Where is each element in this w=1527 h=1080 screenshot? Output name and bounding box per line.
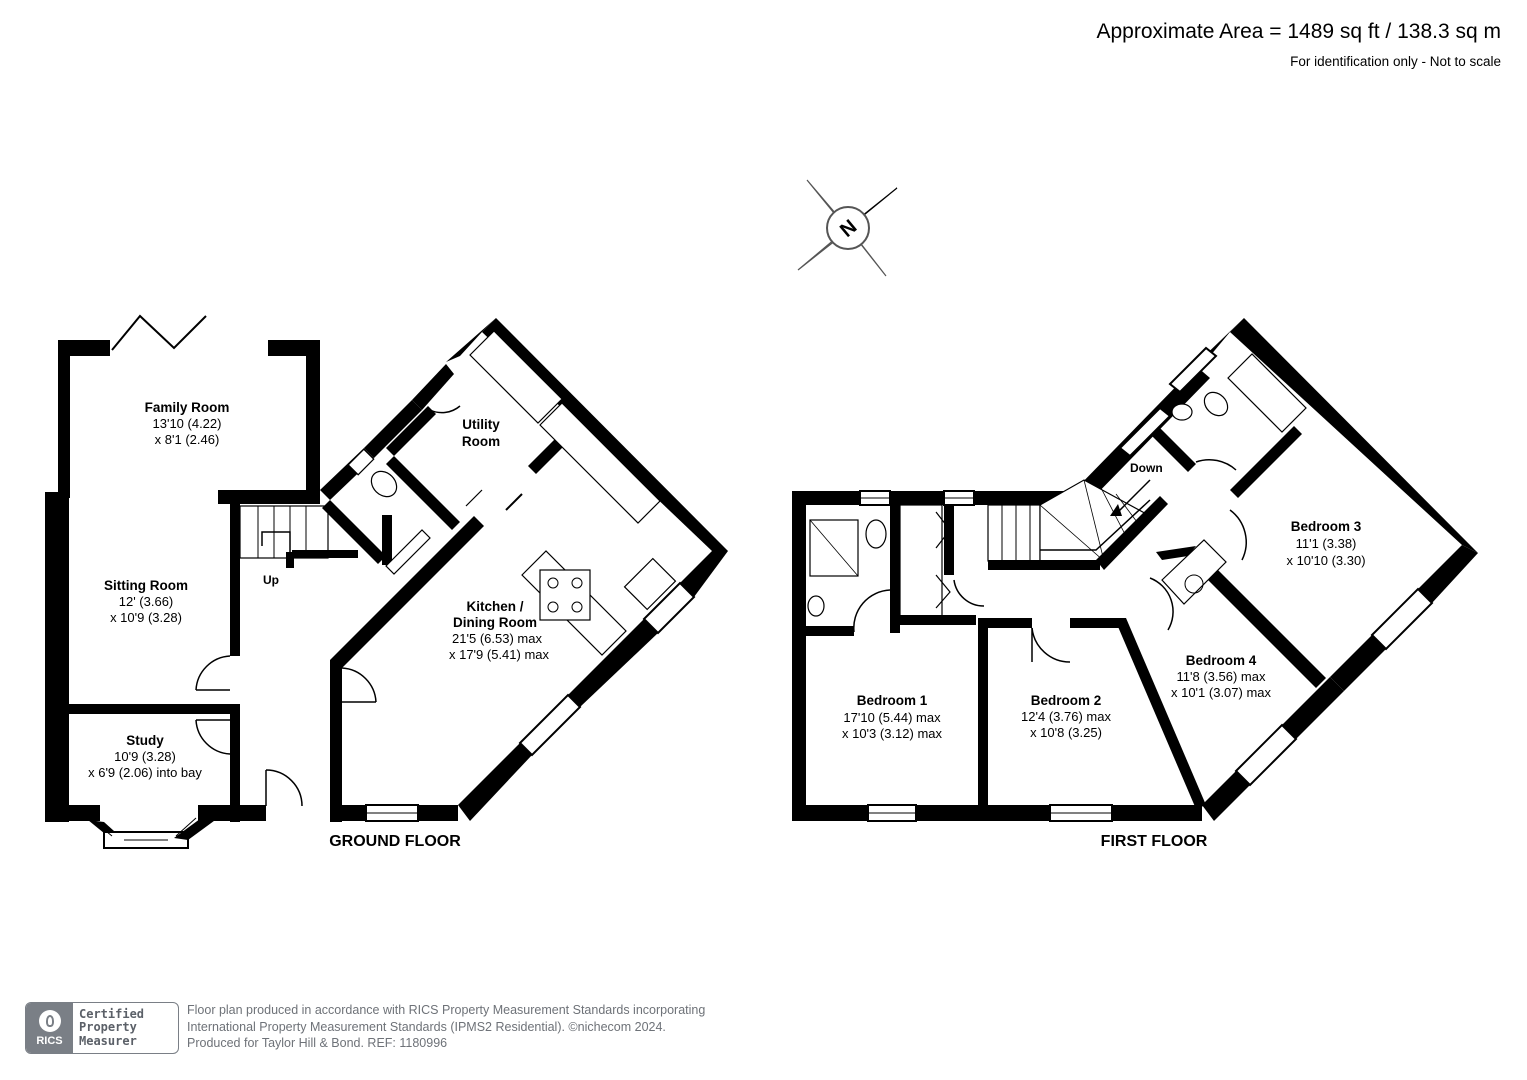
svg-text:11'1 (3.38): 11'1 (3.38) xyxy=(1296,536,1357,551)
room-label-bedroom-4: Bedroom 4 11'8 (3.56) max x 10'1 (3.07) … xyxy=(1171,653,1272,700)
ground-floor-label: GROUND FLOOR xyxy=(329,833,461,850)
approximate-area: Approximate Area = 1489 sq ft / 138.3 sq… xyxy=(1096,20,1502,43)
room-label-bedroom-2: Bedroom 2 12'4 (3.76) max x 10'8 (3.25) xyxy=(1021,693,1111,740)
svg-text:x 10'1 (3.07) max: x 10'1 (3.07) max xyxy=(1171,685,1272,700)
svg-text:Kitchen /: Kitchen / xyxy=(466,599,523,614)
svg-text:10'9 (3.28): 10'9 (3.28) xyxy=(114,749,176,764)
svg-text:13'10 (4.22): 13'10 (4.22) xyxy=(153,416,222,431)
footer-note-line: International Property Measurement Stand… xyxy=(187,1019,666,1034)
svg-text:x 10'3 (3.12) max: x 10'3 (3.12) max xyxy=(842,726,943,741)
svg-text:x 6'9 (2.06) into bay: x 6'9 (2.06) into bay xyxy=(88,765,202,780)
footer-note: Floor plan produced in accordance with R… xyxy=(187,1002,787,1052)
svg-text:12' (3.66): 12' (3.66) xyxy=(119,594,174,609)
svg-text:x 10'8 (3.25): x 10'8 (3.25) xyxy=(1030,725,1102,740)
svg-text:Bedroom 1: Bedroom 1 xyxy=(857,693,928,708)
svg-text:Study: Study xyxy=(126,733,164,748)
svg-text:11'8 (3.56) max: 11'8 (3.56) max xyxy=(1177,669,1266,684)
footer-note-line: Floor plan produced in accordance with R… xyxy=(187,1003,706,1017)
stairs-up-label: Up xyxy=(263,573,279,587)
svg-text:Sitting Room: Sitting Room xyxy=(104,578,188,593)
room-label-utility-room: Utility Room xyxy=(462,417,500,449)
badge-line: Property xyxy=(79,1020,137,1035)
svg-text:Room: Room xyxy=(462,434,500,449)
svg-text:12'4 (3.76) max: 12'4 (3.76) max xyxy=(1021,709,1111,724)
badge-text: Certified Property Measurer xyxy=(73,1003,150,1053)
room-label-family-room: Family Room 13'10 (4.22) x 8'1 (2.46) xyxy=(145,400,230,447)
first-floor-plan: Down xyxy=(792,318,1478,822)
svg-text:x 17'9 (5.41) max: x 17'9 (5.41) max xyxy=(449,647,550,662)
room-label-bedroom-1: Bedroom 1 17'10 (5.44) max x 10'3 (3.12)… xyxy=(842,693,943,741)
svg-text:Bedroom 2: Bedroom 2 xyxy=(1031,693,1102,708)
svg-text:x 8'1 (2.46): x 8'1 (2.46) xyxy=(155,432,220,447)
rics-logo-text: RICS xyxy=(36,1034,63,1047)
svg-text:21'5 (6.53) max: 21'5 (6.53) max xyxy=(452,631,542,646)
first-floor-label: FIRST FLOOR xyxy=(1101,833,1208,850)
rics-emblem-icon xyxy=(38,1009,61,1032)
ground-floor-plan: Up xyxy=(45,314,728,849)
rics-certified-badge: RICS Certified Property Measurer xyxy=(25,1002,179,1054)
room-label-study: Study 10'9 (3.28) x 6'9 (2.06) into bay xyxy=(88,733,202,780)
north-compass-icon: N xyxy=(797,179,898,277)
svg-text:x 10'9 (3.28): x 10'9 (3.28) xyxy=(110,610,182,625)
room-label-bedroom-3: Bedroom 3 11'1 (3.38) x 10'10 (3.30) xyxy=(1286,519,1365,568)
room-label-sitting-room: Sitting Room 12' (3.66) x 10'9 (3.28) xyxy=(104,578,188,625)
footer-note-line: Produced for Taylor Hill & Bond. REF: 11… xyxy=(187,1036,448,1050)
disclaimer: For identification only - Not to scale xyxy=(1290,54,1501,69)
svg-text:Bedroom 4: Bedroom 4 xyxy=(1186,653,1257,668)
svg-text:Family Room: Family Room xyxy=(145,400,230,415)
svg-text:Utility: Utility xyxy=(462,417,500,432)
svg-text:Bedroom 3: Bedroom 3 xyxy=(1291,519,1362,534)
stairs-down-label: Down xyxy=(1130,461,1163,475)
badge-line: Certified xyxy=(79,1006,145,1021)
svg-text:Dining Room: Dining Room xyxy=(453,615,537,630)
svg-text:x 10'10 (3.30): x 10'10 (3.30) xyxy=(1286,553,1365,568)
room-label-kitchen-dining: Kitchen / Dining Room 21'5 (6.53) max x … xyxy=(449,599,550,662)
svg-text:17'10 (5.44) max: 17'10 (5.44) max xyxy=(843,710,941,725)
rics-logo: RICS xyxy=(26,1003,73,1053)
badge-line: Measurer xyxy=(79,1033,137,1048)
